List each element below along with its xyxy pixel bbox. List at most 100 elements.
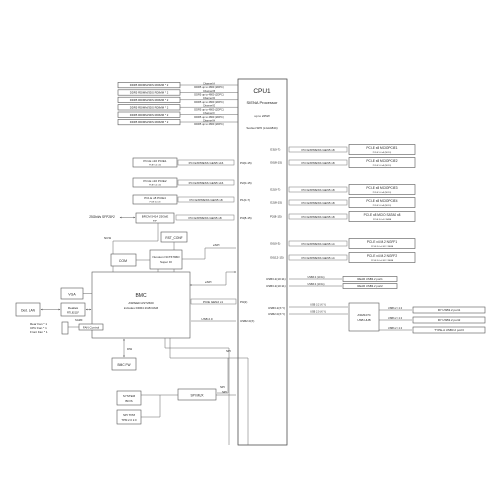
usb-hub-out-box bbox=[412, 326, 486, 334]
bmc-sub1: ASPEED AST2600 bbox=[128, 301, 154, 305]
right-pcie-port: G3(0-7) bbox=[270, 148, 280, 152]
left-pcie-slot-sub: PCIE 5.0 x16 bbox=[149, 185, 162, 187]
bmc-spi-2: SPI bbox=[220, 385, 225, 389]
bmc-block: BMC ASPEED AST2600 includes DDR4 2GB RAM… bbox=[91, 223, 254, 445]
right-pcie-port: G2(8-15) bbox=[270, 201, 282, 205]
usb-hub-bus1: USB 3.2 (X:Y) bbox=[310, 304, 326, 307]
right-pcie-group: G3(0-7) PCI EXPRESS GEN5 x8 PCI-E x8 MCIOP… bbox=[270, 144, 416, 263]
left-pcie-port: P3(0-15) bbox=[240, 161, 252, 165]
right-pcie-slot-label: PCI-E x4 M.2 NGFF2 bbox=[367, 254, 398, 258]
usb-hub-out-label: FP USB3.2 port2 bbox=[438, 318, 461, 322]
sgmii-label: SGMII bbox=[75, 318, 83, 322]
superio-label: Nuvoton NCT6796D bbox=[152, 255, 180, 259]
right-pcie-port: G0(8-15) bbox=[270, 161, 282, 165]
dimm-label: DDR5 RDIMM/3DS RDIMM * 2 bbox=[130, 105, 169, 109]
usb-hub-out-label: TYPE-A USB3.2 port3 bbox=[434, 328, 464, 332]
right-pcie-bus bbox=[288, 213, 348, 220]
right-pcie-port: G0(0-3) bbox=[270, 242, 280, 246]
nic-sub: ESP bbox=[153, 221, 158, 223]
left-pcie-bus bbox=[177, 196, 235, 203]
cpu-box bbox=[237, 78, 288, 446]
usb-rear-label: REAR USB3.2 port1 bbox=[357, 277, 383, 281]
nic-ports: 25Gbit/s SFP28*2 bbox=[89, 215, 115, 219]
right-pcie-slot-label: PCI-E x8 MCIOPCIE1 bbox=[366, 146, 397, 150]
cpu-subtitle: SIENA Processor bbox=[247, 100, 279, 105]
left-pcie-bus-label: PCI EXPRESS GEN5 x16 bbox=[189, 181, 224, 185]
usb-rear-label: REAR USB3.2 port2 bbox=[357, 284, 383, 288]
cpu-title: CPU1 bbox=[253, 88, 271, 95]
bmc-fw-rw: R/W bbox=[127, 347, 133, 351]
ded-lan-label: Ded. LAN bbox=[21, 309, 36, 313]
usb-hub-out-label: FP USB3.2 port1 bbox=[438, 308, 461, 312]
dimm-channel: Channel A bbox=[203, 81, 215, 85]
dimm-label: DDR5 RDIMM/3DS RDIMM * 2 bbox=[130, 113, 169, 117]
right-pcie-bus-label: PCI EXPRESS GEN5 x8 bbox=[301, 188, 334, 192]
bmc-fw-label: BMC FW bbox=[118, 363, 131, 367]
com-label: COM bbox=[119, 259, 127, 263]
realtek-box bbox=[60, 302, 86, 317]
system-bios-box bbox=[116, 390, 142, 406]
dimm-label: DDR5 RDIMM/3DS RDIMM * 2 bbox=[130, 91, 169, 95]
right-pcie-slot-label: PCI-E x8 MCIOPCIE4 bbox=[366, 199, 397, 203]
usb-hub-port2: USB2.0(X:Y) bbox=[268, 312, 285, 316]
dimm-label: DDR5 RDIMM/3DS RDIMM * 2 bbox=[130, 98, 169, 102]
dimm-channel: Channel D bbox=[203, 96, 215, 100]
spi-mux-box bbox=[177, 388, 217, 401]
front-fan: Front Fan * 1 bbox=[30, 330, 48, 334]
bmc-pcie-bus bbox=[190, 298, 237, 305]
realtek-label: Realtek bbox=[68, 306, 79, 310]
right-pcie-slot-sub: PCI-E 5.0 x8 (MCIO) bbox=[373, 152, 392, 154]
usb-rear-port: USB3.2(10:11) bbox=[266, 284, 286, 288]
bmc-usb-port: USB2.0(X) bbox=[240, 319, 254, 323]
dimm-speed: DDR5 up to 4800 (2DPC) bbox=[194, 100, 224, 104]
nic-bus-label: PCI EXPRESS GEN5 x8 bbox=[188, 216, 221, 220]
dimm-channel: Channel H bbox=[203, 118, 215, 122]
left-pcie-slot-label: PCI-E x16 PCIE2 bbox=[143, 179, 167, 183]
realtek-sub: RTL8211F bbox=[67, 311, 79, 315]
usb-rear-box bbox=[342, 276, 398, 282]
usb-hub-box bbox=[348, 302, 380, 332]
cpu-socket: Socket SP6 (LGA4844) bbox=[246, 126, 277, 130]
bmc-usb-label: USB 2.0 bbox=[201, 317, 213, 321]
right-pcie-bus-label: PCI EXPRESS GEN5 x4 bbox=[301, 242, 334, 246]
vga-label: VGA bbox=[68, 293, 76, 297]
dimm-channel: Channel E bbox=[203, 104, 215, 108]
dimm-speed: DDR5 up to 4800 (2DPC) bbox=[194, 85, 224, 89]
right-pcie-bus-label: PCI EXPRESS GEN5 x8 bbox=[301, 148, 334, 152]
usb-hub-chip: ASM1074 bbox=[357, 313, 371, 317]
left-pcie-slot bbox=[132, 157, 178, 168]
superio-sub: Super IO bbox=[160, 260, 173, 264]
system-bios-sub: BIOS bbox=[125, 399, 132, 403]
right-pcie-slot bbox=[348, 184, 416, 195]
rear-fan: Rear Fan * 1 bbox=[30, 322, 47, 326]
left-pcie-port: P2(0-15) bbox=[240, 181, 252, 185]
right-pcie-slot-sub: PCI-E 5.0 x8 / SATA bbox=[373, 218, 392, 221]
spi-mux-label: SPI MUX bbox=[190, 394, 204, 398]
right-pcie-port: G0(12-15) bbox=[270, 256, 284, 260]
dimm-channel: Channel B bbox=[203, 89, 215, 93]
right-pcie-bus-label: PCI EXPRESS GEN5 x4 bbox=[301, 256, 334, 260]
dimm-label: DDR5 RDIMM/3DS RDIMM * 2 bbox=[130, 120, 169, 124]
bmc-sub2: includes DDR4 2GB RAM bbox=[124, 306, 159, 310]
right-pcie-bus bbox=[288, 240, 348, 247]
usb-hub-block: USB3.2(X:Y) USB2.0(X:Y) USB 3.2 (X:Y) US… bbox=[268, 302, 380, 332]
usb-hub-out-box bbox=[412, 316, 486, 324]
left-pcie-slot bbox=[132, 194, 178, 205]
left-pcie-bus bbox=[177, 159, 235, 166]
dimm-label: DDR5 RDIMM/3DS RDIMM * 2 bbox=[130, 83, 169, 87]
superio-espi: eSPI bbox=[213, 243, 220, 247]
fan-control-label: FAN Control bbox=[83, 326, 100, 330]
right-pcie-slot-sub: PCI-E 5.0 x8 (MCIO) bbox=[373, 205, 392, 207]
right-pcie-slot-sub: PCI-E 5.0 x4 M.2 / SATA bbox=[371, 245, 393, 248]
bmc-pcie-port: P0(2) bbox=[240, 300, 247, 304]
right-pcie-slot bbox=[348, 211, 416, 222]
right-pcie-bus-label: PCI EXPRESS GEN5 x8 bbox=[301, 215, 334, 219]
dimm-speed: DDR5 up to 4800 (2DPC) bbox=[194, 115, 224, 119]
bmc-espi: eSPI bbox=[205, 280, 212, 284]
nic-block: 25Gbit/s SFP28*2 BRCM 5414 25GbE ESP PCI… bbox=[89, 212, 252, 224]
left-pcie-slot-label: PCI-E x8 PCIE4 bbox=[144, 196, 166, 200]
right-pcie-bus bbox=[288, 186, 348, 193]
dimm-speed: DDR5 up to 4800 (2DPC) bbox=[194, 93, 224, 97]
